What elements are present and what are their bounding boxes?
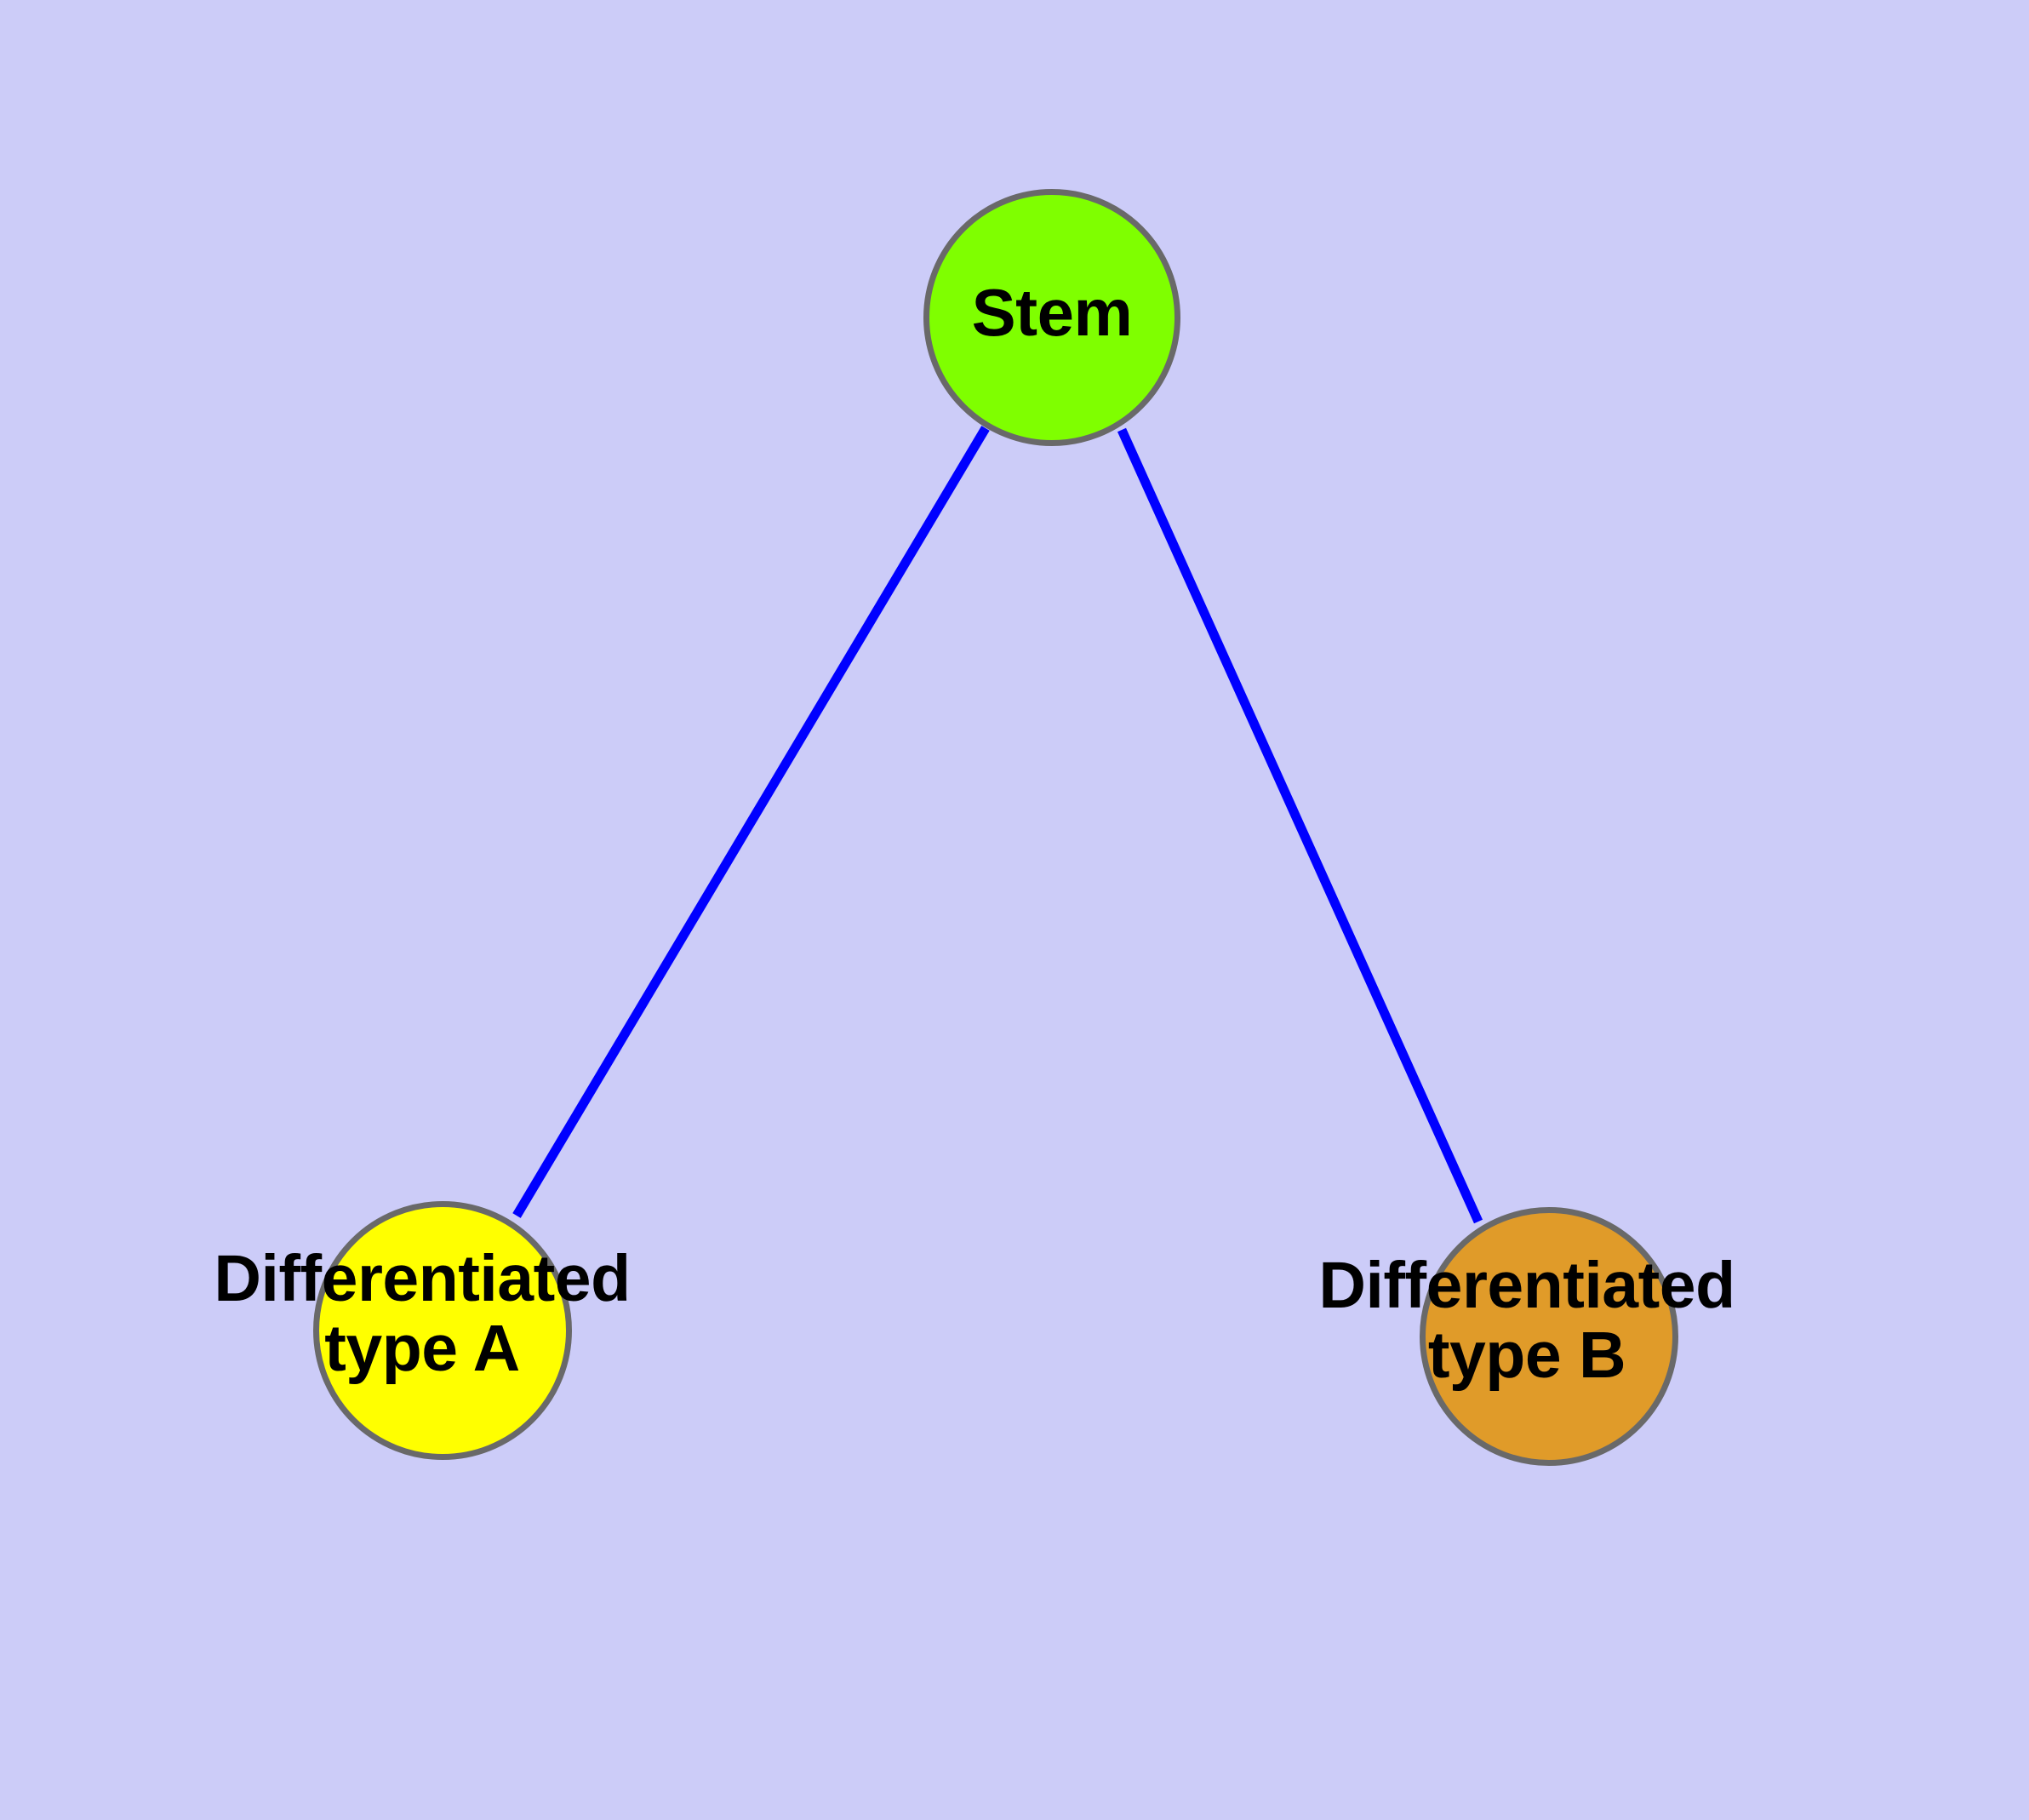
node-differentiated-type-a[interactable] bbox=[313, 1201, 572, 1460]
node-label-differentiated-type-b: Differentiated type B bbox=[1318, 1249, 1735, 1392]
edge-stem-to-differentiated-b bbox=[1117, 427, 1483, 1224]
edge-stem-to-differentiated-a bbox=[512, 426, 990, 1218]
node-differentiated-type-b[interactable] bbox=[1420, 1207, 1678, 1466]
node-label-differentiated-type-a: Differentiated type A bbox=[214, 1242, 631, 1385]
node-stem[interactable] bbox=[923, 189, 1180, 446]
node-label-stem: Stem bbox=[971, 275, 1133, 350]
